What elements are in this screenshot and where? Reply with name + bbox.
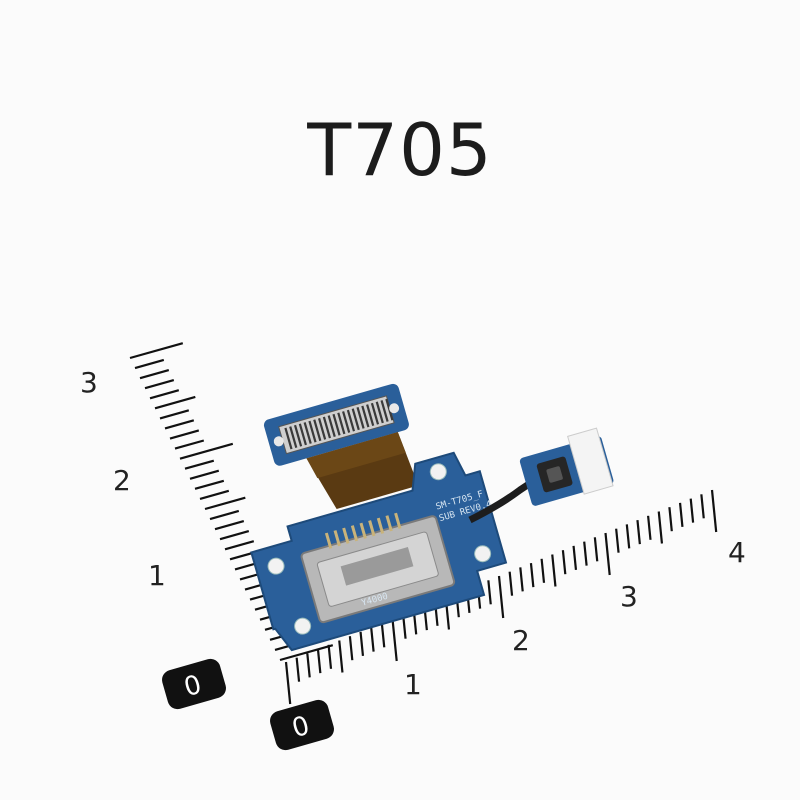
- ruler-tick: [615, 528, 620, 553]
- ruler-tick: [678, 502, 684, 528]
- ruler-tick: [604, 532, 611, 576]
- ruler-tick: [487, 580, 492, 605]
- product-title: T705: [307, 108, 493, 192]
- ruler-tick: [214, 519, 245, 531]
- ruler-tick: [348, 636, 354, 661]
- ruler-tick: [184, 459, 215, 470]
- ruler-tick: [295, 657, 301, 682]
- ruler-tick: [327, 644, 333, 669]
- ruler-tick: [219, 530, 250, 541]
- ruler-tick: [209, 509, 240, 521]
- ruler-label: 2: [512, 624, 530, 657]
- ruler-tick: [139, 368, 170, 380]
- ruler-tick: [689, 498, 695, 523]
- ruler-tick: [657, 511, 664, 544]
- ruler-tick: [380, 623, 386, 648]
- ruler-tick: [647, 515, 652, 540]
- ruler-tick: [593, 537, 599, 562]
- ruler-label: 1: [404, 668, 422, 701]
- ruler-tick: [169, 429, 200, 440]
- ruler-tick: [224, 540, 255, 551]
- main-board: SM-T705_F SUB REV0.4 Y4000: [250, 451, 508, 652]
- ruler-tick: [668, 507, 673, 532]
- ruler-tick: [391, 618, 398, 662]
- ruler-tick: [164, 419, 195, 430]
- ruler-label: 2: [113, 464, 131, 497]
- ruler-tick: [279, 644, 334, 662]
- ruler-tick: [519, 567, 524, 592]
- ruler-tick: [194, 479, 225, 490]
- ruler-tick: [129, 342, 184, 360]
- ruler-tick: [508, 571, 514, 596]
- microphone-board: [519, 427, 614, 506]
- ruler-tick: [710, 489, 718, 533]
- ruler-label: 3: [620, 580, 638, 613]
- ruler-tick: [370, 627, 375, 652]
- ruler-tick: [199, 489, 230, 500]
- ruler-tick: [144, 379, 175, 390]
- ruler-tick: [625, 524, 631, 549]
- ruler-tick: [189, 469, 220, 480]
- ruler-tick: [572, 545, 578, 571]
- ruler-tick: [540, 558, 546, 583]
- ruler-tick: [154, 395, 196, 410]
- ruler-tick: [529, 562, 535, 588]
- ruler-tick: [204, 496, 246, 511]
- ruler-tick: [359, 631, 365, 657]
- ruler-tick: [134, 358, 165, 370]
- horizontal-ruler: 1 2 3 4 0: [270, 489, 746, 751]
- ruler-tick: [561, 550, 567, 575]
- ruler-tick: [179, 442, 234, 460]
- ruler-label: 1: [148, 559, 166, 592]
- ruler-tick: [284, 661, 292, 705]
- ruler-tick: [636, 519, 641, 545]
- ruler-tick: [149, 389, 180, 400]
- ruler-tick: [338, 640, 344, 673]
- ruler-label: 3: [80, 366, 98, 399]
- ruler-tick: [700, 494, 705, 519]
- origin-badge: 0: [270, 699, 334, 751]
- ruler-tick: [316, 648, 322, 674]
- origin-badge: 0: [162, 658, 226, 710]
- flex-connector: [263, 383, 419, 509]
- ruler-tick: [497, 575, 505, 619]
- ruler-tick: [174, 439, 205, 450]
- ruler-label: 4: [728, 536, 746, 569]
- ruler-tick: [551, 554, 557, 587]
- charging-port-board: SM-T705_F SUB REV0.4 Y4000: [250, 383, 614, 652]
- ruler-tick: [583, 541, 588, 566]
- ruler-tick: [159, 409, 190, 420]
- ruler-tick: [306, 653, 311, 678]
